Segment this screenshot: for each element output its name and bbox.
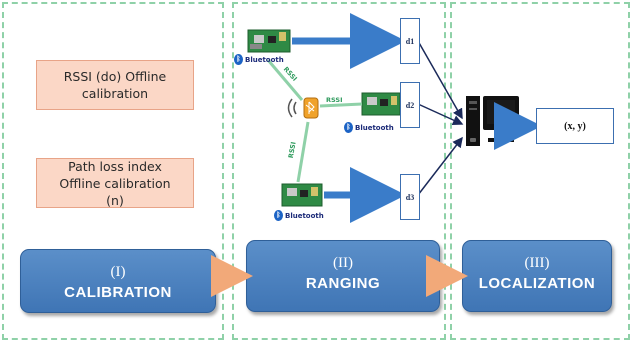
location-output-box: (x, y) [536, 108, 614, 144]
distance-box-d1: d1 [400, 18, 420, 64]
raspberry-pi-board-icon [281, 183, 323, 207]
bluetooth-text: Bluetooth [285, 211, 324, 220]
calibration-stage-name: CALIBRATION [64, 284, 172, 301]
rssi-link [296, 121, 310, 183]
bluetooth-icon: ᛒ [234, 54, 243, 65]
ranging-stage-number: (II) [333, 255, 353, 271]
distance-to-computer-arrow [417, 136, 463, 196]
distance-box-d3: d3 [400, 174, 420, 220]
rssi-link [319, 102, 363, 108]
rssi-label: RSSI [326, 96, 343, 104]
ranging-stage-name: RANGING [305, 275, 381, 292]
distance-to-computer-arrow [417, 40, 463, 120]
bluetooth-text: Bluetooth [245, 55, 284, 64]
bluetooth-icon: ᛒ [274, 210, 283, 221]
distance-to-computer-arrow [417, 103, 464, 126]
bluetooth-text: Bluetooth [355, 123, 394, 132]
localization-stage-name: LOCALIZATION [478, 275, 596, 292]
rssi-calibration-box: RSSI (do) Offline calibration [36, 60, 194, 110]
bluetooth-icon: ᛒ [344, 122, 353, 133]
rssi-link [266, 59, 304, 101]
bluetooth-label: ᛒ Bluetooth [274, 210, 324, 221]
raspberry-pi-board-icon [247, 29, 291, 53]
mobile-beacon-icon [287, 97, 319, 119]
localization-stage: (III) LOCALIZATION [462, 240, 612, 312]
calibration-stage: (I) CALIBRATION [20, 249, 216, 313]
bluetooth-label: ᛒ Bluetooth [234, 54, 284, 65]
pathloss-calibration-box: Path loss index Offline calibration (n) [36, 158, 194, 208]
localization-stage-number: (III) [524, 255, 550, 271]
ranging-stage: (II) RANGING [246, 240, 440, 312]
calibration-stage-number: (I) [110, 264, 126, 280]
bluetooth-label: ᛒ Bluetooth [344, 122, 394, 133]
distance-box-d2: d2 [400, 82, 420, 128]
